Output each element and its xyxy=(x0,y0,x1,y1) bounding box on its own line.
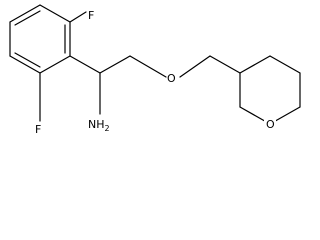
bond xyxy=(69,55,101,74)
amine-label: NH2 xyxy=(88,118,110,133)
fluorine-label-top: F xyxy=(88,9,94,22)
amine-label-subscript: 2 xyxy=(105,124,110,133)
bond xyxy=(269,55,301,74)
tetrahydropyran-ring xyxy=(239,55,301,125)
bond xyxy=(99,55,131,74)
bond xyxy=(209,55,241,74)
double-bond xyxy=(14,10,41,26)
bond-o-c xyxy=(179,55,211,78)
bond-c-o xyxy=(129,55,167,78)
amine-label-nh: NH xyxy=(88,118,105,131)
double-bond xyxy=(14,52,41,68)
benzene-ring xyxy=(9,4,71,74)
bond xyxy=(239,55,271,74)
ether-oxygen-label: O xyxy=(167,72,176,85)
bond xyxy=(39,4,71,23)
bond xyxy=(39,55,71,74)
bond xyxy=(9,55,41,74)
bond xyxy=(9,4,41,23)
ring-oxygen-label-background xyxy=(264,116,276,130)
structural-formula: F F NH2 O O xyxy=(9,4,301,136)
fluorine-label-bottom: F xyxy=(35,123,41,136)
ring-oxygen-label: O xyxy=(266,118,275,131)
bond-c-f-top xyxy=(69,11,87,23)
